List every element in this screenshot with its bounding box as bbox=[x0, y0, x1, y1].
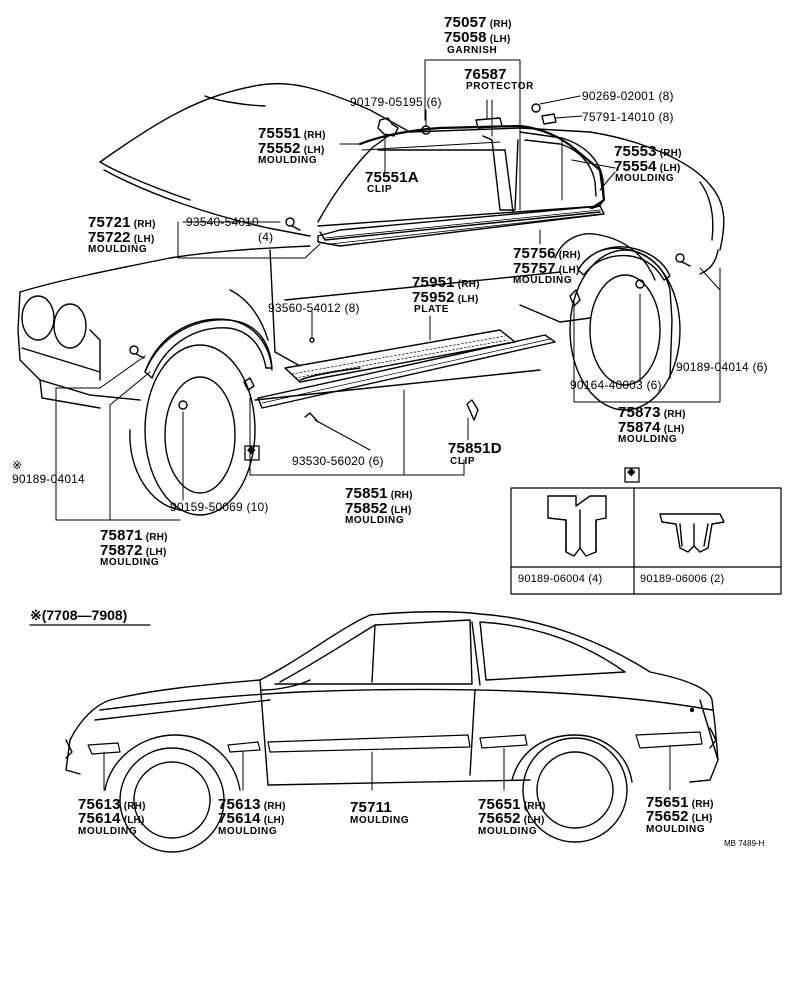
lower-m1-pn2: 75614(LH) bbox=[78, 810, 145, 827]
m75873-pn2: 75874(LH) bbox=[618, 419, 685, 436]
m75873-name: MOULDING bbox=[618, 434, 678, 445]
m75721-name: MOULDING bbox=[88, 244, 148, 255]
lower-m3-pn: 75711 bbox=[350, 799, 392, 816]
ref-90189-star: ※ 90189-04014 bbox=[12, 458, 85, 486]
diamond-marker-icon: ◆ bbox=[247, 444, 256, 456]
clip75851d-name: CLIP bbox=[450, 456, 476, 467]
ref-93560: 93560-54012 (8) bbox=[268, 301, 360, 315]
inset-left-ref: 90189-06004 (4) bbox=[518, 573, 603, 585]
ref-90159: 90159-50069 (10) bbox=[170, 500, 269, 514]
lower-m2-name: MOULDING bbox=[218, 826, 278, 837]
m75553-pn1: 75553(RH) bbox=[614, 143, 682, 160]
ref-93540-qty: (4) bbox=[258, 230, 274, 244]
clip-75551a bbox=[377, 117, 399, 137]
drawing-code: MB 7489-H bbox=[724, 839, 765, 848]
m75873-pn1: 75873(RH) bbox=[618, 404, 686, 421]
garnish-pn2: 75058(LH) bbox=[444, 29, 511, 46]
m75721-pn2: 75722(LH) bbox=[88, 229, 155, 246]
lower-car-body bbox=[65, 611, 719, 853]
garnish-name: GARNISH bbox=[447, 45, 498, 56]
lower-m2-pn1: 75613(RH) bbox=[218, 796, 286, 813]
m75871-pn1: 75871(RH) bbox=[100, 527, 168, 544]
era-label: ※(7708—7908) bbox=[30, 607, 128, 623]
m75551-pn2: 75552(LH) bbox=[258, 140, 325, 157]
clip75851d-pn: 75851D bbox=[448, 440, 502, 457]
inset-right-ref: 90189-06006 (2) bbox=[640, 573, 725, 585]
m75851-pn1: 75851(RH) bbox=[345, 485, 413, 502]
fastener-inset bbox=[510, 487, 782, 595]
clip75551a-pn: 75551A bbox=[365, 169, 419, 186]
plate75951-pn2: 75952(LH) bbox=[412, 289, 479, 306]
upper-car-body bbox=[17, 82, 725, 516]
ref-90164: 90164-40003 (6) bbox=[570, 378, 662, 392]
m75553-pn2: 75554(LH) bbox=[614, 158, 681, 175]
m75553-name: MOULDING bbox=[615, 173, 675, 184]
lower-m2-pn2: 75614(LH) bbox=[218, 810, 285, 827]
m75551-pn1: 75551(RH) bbox=[258, 125, 326, 142]
ref-93530: 93530-56020 (6) bbox=[292, 454, 384, 468]
m75756-pn1: 75756(RH) bbox=[513, 245, 581, 262]
leader-lines bbox=[55, 59, 721, 521]
m75756-pn2: 75757(LH) bbox=[513, 260, 580, 277]
lower-m4-pn1: 75651(RH) bbox=[478, 796, 546, 813]
diamond-marker-inset-icon: ◆ bbox=[627, 466, 636, 478]
m75756-name: MOULDING bbox=[513, 275, 573, 286]
belt-moulding bbox=[317, 205, 605, 247]
rocker-moulding bbox=[257, 334, 556, 409]
lower-m5-pn1: 75651(RH) bbox=[646, 794, 714, 811]
rear-arch-moulding bbox=[577, 246, 671, 281]
ref-93540: 93540-54010 bbox=[186, 215, 259, 229]
front-arch-moulding bbox=[144, 319, 273, 379]
m75871-pn2: 75872(LH) bbox=[100, 542, 167, 559]
ref-75791: 75791-14010 (8) bbox=[582, 110, 674, 124]
lower-m3-name: MOULDING bbox=[350, 815, 410, 826]
lower-mouldings bbox=[87, 731, 703, 755]
m75721-pn1: 75721(RH) bbox=[88, 214, 156, 231]
clip-75851d bbox=[466, 399, 479, 421]
plate75951-name: PLATE bbox=[414, 304, 450, 315]
lower-m1-name: MOULDING bbox=[78, 826, 138, 837]
protector-name: PROTECTOR bbox=[466, 81, 534, 92]
lower-m1-pn1: 75613(RH) bbox=[78, 796, 146, 813]
garnish-pn1: 75057(RH) bbox=[444, 14, 512, 31]
m75851-pn2: 75852(LH) bbox=[345, 500, 412, 517]
lower-m5-name: MOULDING bbox=[646, 824, 706, 835]
ref-90179: 90179-05195 (6) bbox=[350, 95, 442, 109]
lower-m4-pn2: 75652(LH) bbox=[478, 810, 545, 827]
ref-90269: 90269-02001 (8) bbox=[582, 89, 674, 103]
clip75551a-name: CLIP bbox=[367, 184, 393, 195]
plate75951-pn1: 75951(RH) bbox=[412, 274, 480, 291]
m75551-name: MOULDING bbox=[258, 155, 318, 166]
lower-m4-name: MOULDING bbox=[478, 826, 538, 837]
lower-leaders bbox=[103, 745, 671, 791]
protector-pn: 76587 bbox=[464, 66, 507, 83]
m75871-name: MOULDING bbox=[100, 557, 160, 568]
ref-90189-6: 90189-04014 (6) bbox=[676, 360, 768, 374]
lower-m5-pn2: 75652(LH) bbox=[646, 808, 713, 825]
roof-drip-moulding bbox=[358, 124, 606, 210]
m75851-name: MOULDING bbox=[345, 515, 405, 526]
